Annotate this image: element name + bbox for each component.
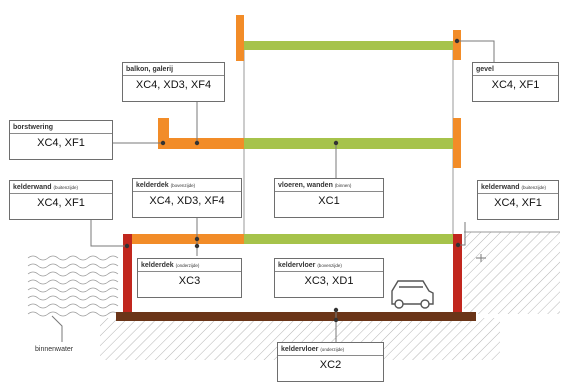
leader-lines (51, 40, 495, 343)
label-borstwering: borstwering XC4, XF1 (9, 120, 113, 160)
basement-floor-slab (116, 312, 476, 321)
basement-deck-outside (123, 234, 244, 244)
label-balkon-galerij: balkon, galerij XC4, XD3, XF4 (122, 62, 225, 102)
balcony-slab (158, 138, 244, 149)
top-floor-slab (244, 41, 453, 50)
label-kelderwand-right-title: kelderwand (buitenzijde) (478, 181, 558, 194)
label-keldervloer-under-title: keldervloer (onderzijde) (278, 343, 383, 356)
middle-right-facade-stub (453, 118, 461, 168)
balustrade (158, 118, 169, 138)
label-gevel-classes: XC4, XF1 (491, 79, 540, 91)
structure (116, 15, 476, 321)
middle-floor-slab (244, 138, 453, 149)
label-kelderwand-right-classes: XC4, XF1 (494, 197, 542, 209)
label-kelderwand-left-title: kelderwand (buitenzijde) (10, 181, 112, 194)
label-kelderdek-top-classes: XC4, XD3, XF4 (149, 195, 225, 207)
label-balkon-classes: XC4, XD3, XF4 (135, 79, 212, 91)
label-kelderwand-left: kelderwand (buitenzijde) XC4, XF1 (9, 180, 113, 220)
label-keldervloer-top-title: keldervloer (bovenzijde) (275, 259, 383, 272)
label-keldervloer-onderzijde: keldervloer (onderzijde) XC2 (277, 342, 384, 382)
top-right-facade-stub (453, 30, 461, 60)
leader-dots (124, 38, 461, 323)
label-balkon-title: balkon, galerij (123, 63, 224, 76)
label-kelderdek-under-title: kelderdek (onderzijde) (138, 259, 241, 272)
car-icon (391, 280, 434, 309)
ground-hatching (100, 231, 560, 360)
label-vloeren-wanden: vloeren, wanden (binnen) XC1 (274, 178, 384, 218)
label-gevel-title: gevel (473, 63, 558, 76)
label-kelderwand-right: kelderwand (buitenzijde) XC4, XF1 (477, 180, 559, 220)
water-waves (27, 255, 119, 317)
basement-deck-inside (244, 234, 453, 244)
top-left-facade-stub (236, 15, 244, 61)
label-vloeren-classes: XC1 (318, 195, 340, 207)
label-borstwering-classes: XC4, XF1 (37, 137, 85, 149)
water-label: binnenwater (35, 346, 74, 353)
label-keldervloer-under-classes: XC2 (319, 359, 342, 371)
label-kelderdek-top-title: kelderdek (bovenzijde) (133, 179, 241, 192)
label-kelderdek-bovenzijde: kelderdek (bovenzijde) XC4, XD3, XF4 (132, 178, 242, 218)
label-keldervloer-top-classes: XC3, XD1 (304, 275, 354, 287)
label-keldervloer-bovenzijde: keldervloer (bovenzijde) XC3, XD1 (274, 258, 384, 298)
label-borstwering-title: borstwering (10, 121, 112, 134)
label-kelderdek-under-classes: XC3 (178, 275, 201, 287)
basement-wall-right (453, 234, 462, 314)
basement-wall-left (123, 234, 132, 314)
label-gevel: gevel XC4, XF1 (472, 62, 559, 102)
label-kelderdek-onderzijde: kelderdek (onderzijde) XC3 (137, 258, 242, 298)
label-vloeren-title: vloeren, wanden (binnen) (275, 179, 383, 192)
label-kelderwand-left-classes: XC4, XF1 (37, 197, 85, 209)
